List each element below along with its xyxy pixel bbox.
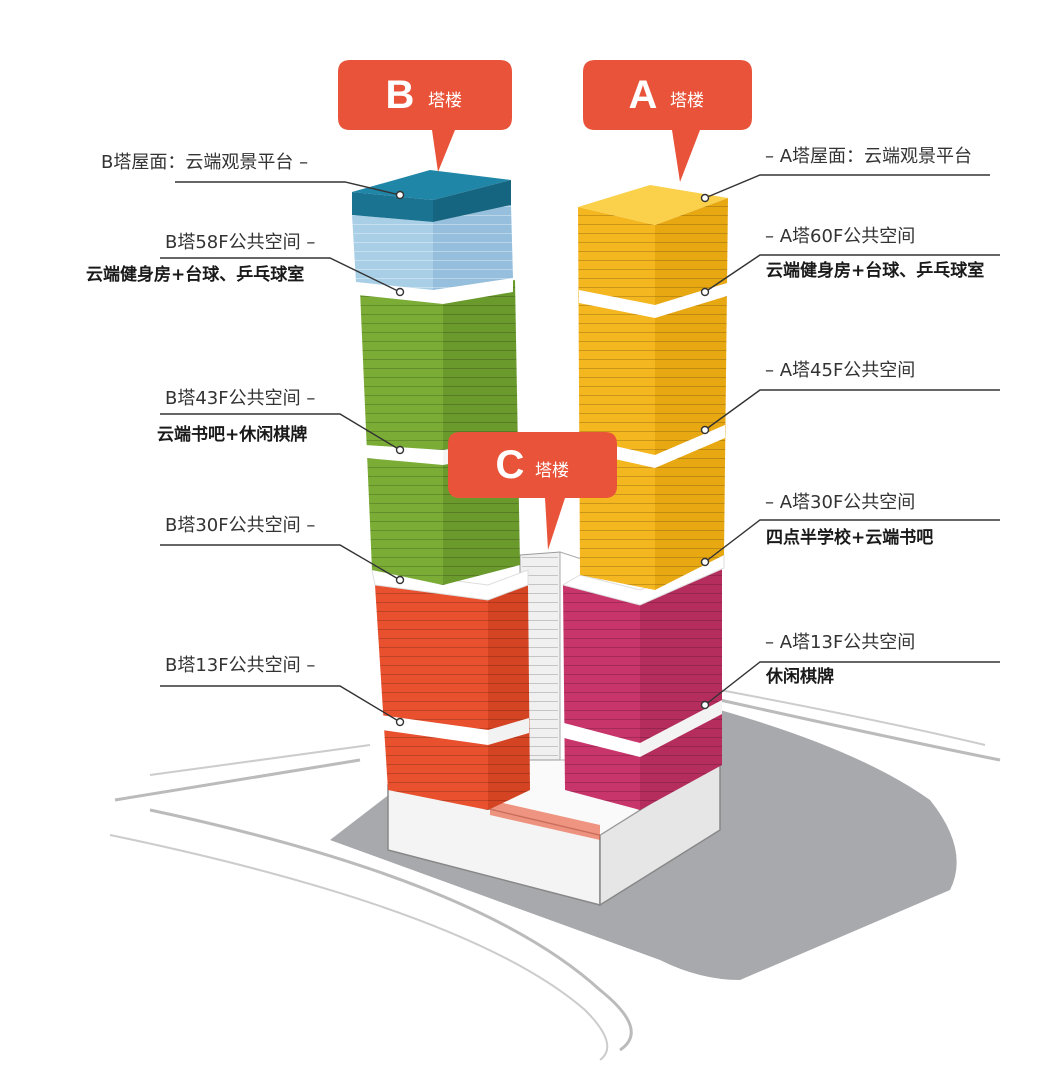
road-line bbox=[109, 834, 609, 1061]
callout-b-letter: B bbox=[386, 73, 415, 117]
callout-b: B 塔楼 bbox=[338, 60, 512, 172]
callout-b-suffix: 塔楼 bbox=[428, 91, 462, 111]
tower-b bbox=[352, 170, 530, 810]
label-a-45f: – A塔45F公共空间 bbox=[765, 360, 916, 381]
road-line bbox=[719, 689, 986, 746]
label-a-30f: – A塔30F公共空间 bbox=[765, 492, 916, 513]
label-a-30f-desc: 四点半学校+云端书吧 bbox=[766, 528, 934, 548]
label-a-roof: – A塔屋面：云端观景平台 bbox=[765, 146, 973, 167]
label-b-roof: B塔屋面：云端观景平台 – bbox=[101, 152, 309, 173]
label-b-43f: B塔43F公共空间 – bbox=[165, 388, 316, 409]
road-line bbox=[114, 758, 361, 802]
callout-c-suffix: 塔楼 bbox=[535, 461, 569, 481]
callout-a-suffix: 塔楼 bbox=[670, 91, 704, 111]
label-b-30f: B塔30F公共空间 – bbox=[165, 515, 316, 536]
callout-a-letter: A bbox=[629, 73, 658, 117]
label-a-60f-desc: 云端健身房+台球、乒乓球室 bbox=[766, 261, 985, 281]
callout-c-letter: C bbox=[496, 443, 525, 487]
label-a-60f: – A塔60F公共空间 bbox=[765, 226, 916, 247]
label-a-13f-desc: 休闲棋牌 bbox=[766, 667, 834, 687]
label-b-13f: B塔13F公共空间 – bbox=[165, 655, 316, 676]
road-line bbox=[149, 744, 371, 776]
road-line bbox=[719, 698, 1001, 762]
label-b-58f: B塔58F公共空间 – bbox=[165, 232, 316, 253]
callout-a: A 塔楼 bbox=[583, 60, 752, 182]
label-b-58f-desc: 云端健身房+台球、乒乓球室 bbox=[86, 265, 305, 285]
road-line bbox=[149, 808, 633, 1052]
leaders-b bbox=[160, 181, 405, 727]
leaders-a bbox=[700, 174, 1000, 710]
label-a-13f: – A塔13F公共空间 bbox=[765, 632, 916, 653]
label-b-43f-desc: 云端书吧+休闲棋牌 bbox=[157, 425, 308, 445]
callout-c: C 塔楼 bbox=[448, 432, 617, 550]
a-roof-top bbox=[578, 185, 728, 225]
